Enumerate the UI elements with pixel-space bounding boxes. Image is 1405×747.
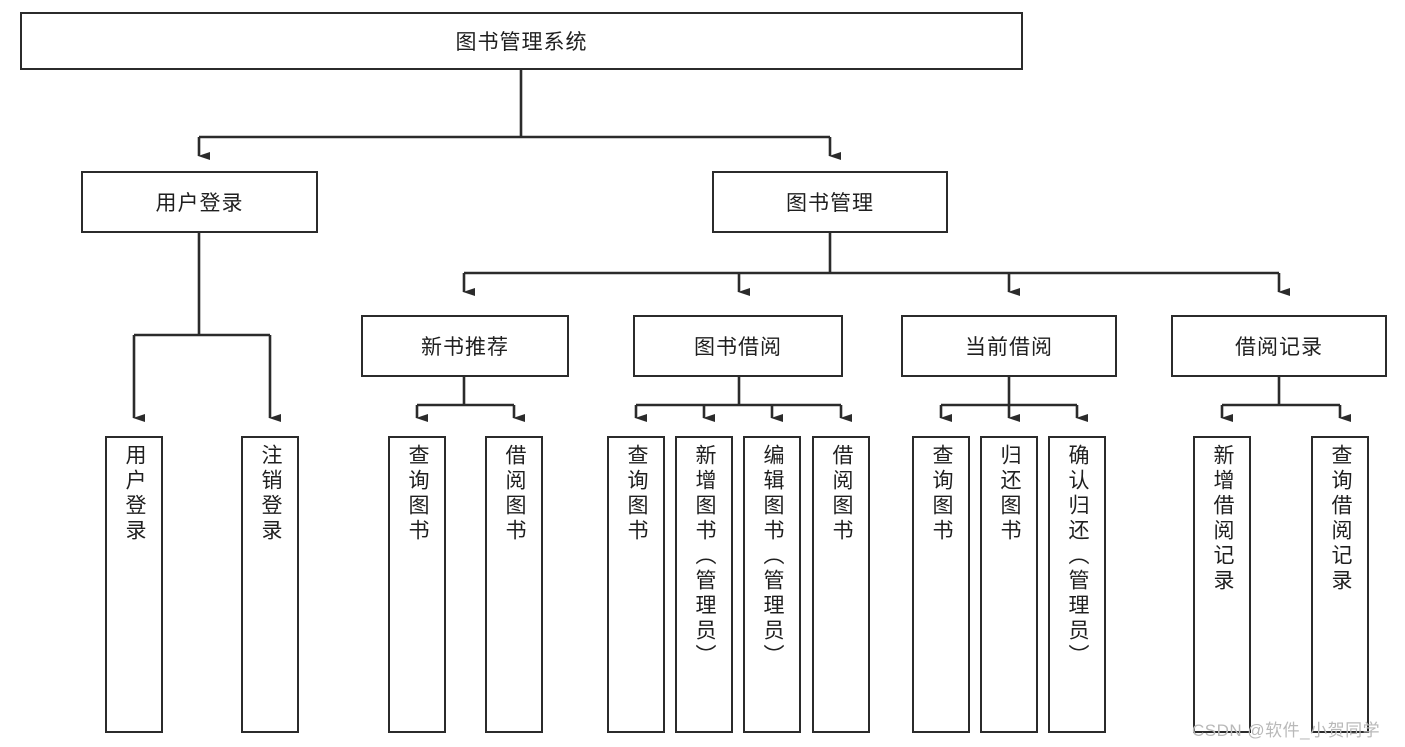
node-current-borrow[interactable]: 当前借阅 [901, 315, 1117, 377]
leaf-current-return-book[interactable]: 归还图书 [980, 436, 1038, 733]
leaf-current-query-book[interactable]: 查询图书 [912, 436, 970, 733]
node-label: 用户登录 [155, 192, 244, 215]
node-label: 当前借阅 [965, 336, 1053, 359]
leaf-borrow-edit-book-admin[interactable]: 编辑图书（管理员） [743, 436, 801, 733]
node-label: 图书管理 [786, 192, 874, 215]
node-book-management[interactable]: 图书管理 [712, 171, 948, 233]
node-user-login[interactable]: 用户登录 [81, 171, 318, 233]
leaf-record-add-record[interactable]: 新增借阅记录 [1193, 436, 1251, 733]
leaf-user-login-login[interactable]: 用户登录 [105, 436, 163, 733]
leaf-borrow-add-book-admin[interactable]: 新增图书（管理员） [675, 436, 733, 733]
node-label: 图书借阅 [694, 336, 782, 359]
leaf-recommend-query-book[interactable]: 查询图书 [388, 436, 446, 733]
leaf-recommend-borrow-book[interactable]: 借阅图书 [485, 436, 543, 733]
node-label: 新增图书（管理员） [693, 444, 717, 669]
leaf-current-confirm-return-admin[interactable]: 确认归还（管理员） [1048, 436, 1106, 733]
node-book-borrow[interactable]: 图书借阅 [633, 315, 843, 377]
node-label: 归还图书 [998, 444, 1022, 544]
node-label: 注销登录 [259, 444, 283, 544]
node-label: 新书推荐 [421, 336, 509, 359]
node-borrow-record[interactable]: 借阅记录 [1171, 315, 1387, 377]
leaf-borrow-query-book[interactable]: 查询图书 [607, 436, 665, 733]
node-label: 查询借阅记录 [1329, 444, 1353, 594]
node-label: 借阅图书 [503, 444, 527, 544]
node-label: 用户登录 [123, 444, 147, 544]
node-label: 图书管理系统 [455, 31, 588, 54]
node-root-system[interactable]: 图书管理系统 [20, 12, 1023, 70]
leaf-record-query-record[interactable]: 查询借阅记录 [1311, 436, 1369, 733]
node-label: 查询图书 [625, 444, 649, 544]
node-label: 新增借阅记录 [1211, 444, 1235, 594]
node-new-book-recommend[interactable]: 新书推荐 [361, 315, 569, 377]
node-label: 查询图书 [930, 444, 954, 544]
node-label: 编辑图书（管理员） [761, 444, 785, 669]
node-label: 查询图书 [406, 444, 430, 544]
leaf-user-login-logout[interactable]: 注销登录 [241, 436, 299, 733]
leaf-borrow-borrow-book[interactable]: 借阅图书 [812, 436, 870, 733]
node-label: 借阅记录 [1235, 336, 1323, 359]
node-label: 借阅图书 [830, 444, 854, 544]
node-label: 确认归还（管理员） [1066, 444, 1090, 669]
